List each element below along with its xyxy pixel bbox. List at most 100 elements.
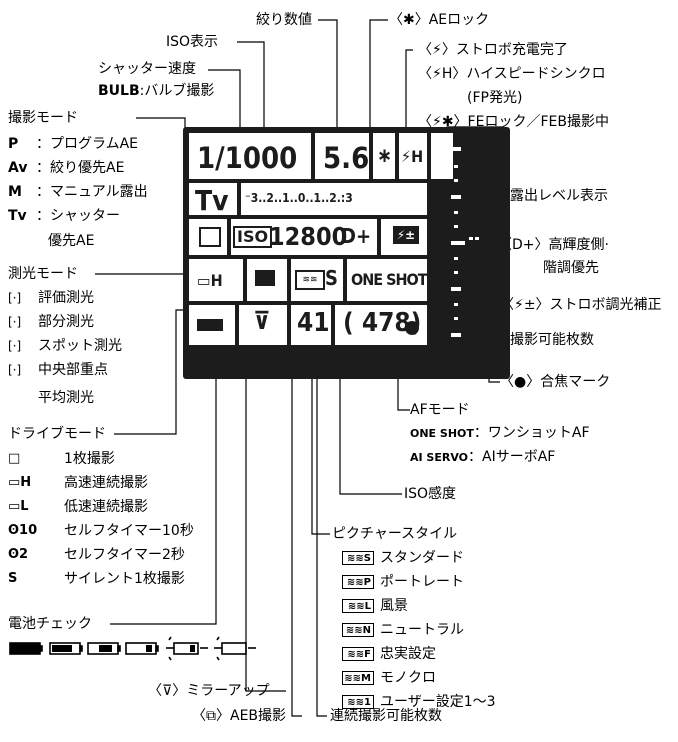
lcd-dplus: D+ [341,224,372,248]
flash-comp-label: 〈⚡±〉ストロボ調光補正 [500,297,662,313]
af-mode-label: AFモード [410,402,470,418]
picture-style-item: スタンダード [380,550,464,566]
lcd-aeb-icon [255,270,275,286]
ae-lock-label: 〈✱〉AEロック [389,12,490,28]
lcd-panel: 1/1000 5.6 ∗ ⚡H Tv ⁻3..2..1..0..1..2.:3 … [183,127,510,379]
shooting-mode-desc: ：プログラムAE [36,136,139,152]
drive-icon: ▭L [8,499,29,514]
metering-item: 中央部重点 [38,362,108,378]
highlight-tone-label: 〈D+〉高輝度側· [498,237,609,253]
lcd-flash-comp: ⚡± [393,226,419,244]
battery-icons [9,636,256,661]
drive-icon: ʘ2 [8,547,29,562]
metering-item: 評価測光 [38,290,94,306]
lcd-mode: Tv [195,184,229,217]
lcd-scale: ⁻3..2..1..0..1..2.:3 [245,191,353,205]
high-speed-sync-label: 〈⚡H〉ハイスピードシンクロ [418,66,606,82]
focus-confirm-label: 〈●〉合焦マーク [500,374,611,390]
shooting-mode-key: Tv [8,208,27,224]
lcd-flash: ⚡H [401,147,424,166]
lcd-mirror: ⊽ [253,307,271,335]
lcd-aperture: 5.6 [323,141,370,175]
lcd-shots-value: 478 [361,308,411,338]
shooting-mode-key: P [8,136,19,152]
picture-style-item: ニュートラル [380,622,464,638]
drive-item: セルフタイマー10秒 [64,523,194,539]
lcd-focus-dot [405,321,419,335]
lcd-metering-icon [199,227,221,247]
ai-servo-key: AI SERVO [410,451,469,464]
drive-icon: ʘ10 [8,523,38,538]
picture-style-icon: ≋≋P [342,575,374,589]
picture-style-item: モノクロ [380,670,436,686]
bulb-desc: :バルブ撮影 [139,83,215,99]
max-burst-label: 連続撮影可能枚数 [330,708,442,724]
metering-item: スポット測光 [38,338,122,354]
picture-style-icon: ≋≋L [342,599,374,613]
metering-title: 測光モード [8,266,78,282]
metering-icon: [·] [8,363,22,377]
picture-style-item: ユーザー設定1～3 [380,694,496,710]
lcd-burst: 41 [297,308,330,338]
picture-style-icon: ≋≋S [342,551,374,565]
metering-icon: [·] [8,315,22,329]
shooting-mode-desc: ：絞り優先AE [36,160,125,176]
lcd-iso-value: 12800 [269,222,348,251]
picture-style-icon: ≋≋1 [342,695,374,709]
highlight-tone-label-2: 階調優先 [543,260,599,276]
bulb-key: BULB [98,83,140,99]
bulb-line: BULB:バルブ撮影 [98,82,214,100]
exposure-level-label: 露出レベル表示 [510,188,608,204]
lcd-style-icon: ≋≋ [295,270,325,290]
lcd-af: ONE SHOT [351,270,428,289]
iso-speed-label: ISO感度 [404,486,457,502]
ai-servo-line: AI SERVO：AIサーボAF [410,448,555,467]
one-shot-key: ONE SHOT [410,427,474,440]
metering-icon: [·] [8,291,22,305]
shooting-mode-title: 撮影モード [8,110,78,126]
lcd-shutter: 1/1000 [197,141,298,175]
iso-display-label: ISO表示 [166,34,219,50]
lcd-exposure-scale [451,147,479,337]
drive-icon: S [8,571,18,586]
one-shot-desc: ：ワンショットAF [473,425,590,441]
shooting-mode-desc: ：マニュアル露出 [36,184,148,200]
lcd-style: S [325,266,338,290]
shooting-mode-desc: ：シャッター [36,208,120,224]
drive-title: ドライブモード [8,426,106,442]
picture-style-icon: ≋≋F [342,647,374,661]
lcd-iso-label: ISO [233,226,273,248]
picture-style-icon: ≋≋N [342,623,374,637]
shutter-speed-label: シャッター速度 [98,61,196,77]
drive-icon: □ [8,451,21,466]
lcd-ae-lock: ∗ [377,143,393,167]
metering-icon: [·] [8,339,22,353]
flash-ready-label: 〈⚡〉ストロボ充電完了 [418,42,568,58]
fp-flash-label: (FP発光) [467,90,523,106]
fe-lock-label: 〈⚡✱〉FEロック／FEB撮影中 [418,114,609,130]
drive-item: 高速連続撮影 [64,475,148,491]
drive-item: 低速連続撮影 [64,499,148,515]
aperture-label: 絞り数値 [256,12,312,28]
ai-servo-desc: ：AIサーボAF [468,449,556,465]
picture-style-item: ポートレート [380,574,464,590]
drive-icon: ▭H [8,475,32,490]
picture-style-item: 忠実設定 [380,646,436,662]
lcd-battery [197,319,223,331]
one-shot-line: ONE SHOT：ワンショットAF [410,424,590,443]
shooting-mode-key: M [8,184,22,200]
tv-cont: 優先AE [48,233,95,249]
metering-cont: 平均測光 [38,390,94,406]
metering-item: 部分測光 [38,314,94,330]
picture-style-icon: ≋≋M [342,671,374,685]
lcd-drive: ▭H [197,271,223,290]
shooting-mode-key: Av [8,160,28,176]
shots-remaining-label: 撮影可能枚数 [510,332,594,348]
battery-check-title: 電池チェック [8,616,92,632]
picture-style-item: 風景 [380,598,408,614]
mirror-up-label: 〈⊽〉ミラーアップ [148,683,270,699]
aeb-label: 〈⧉〉AEB撮影 [192,708,287,724]
drive-item: セルフタイマー2秒 [64,547,185,563]
drive-item: 1枚撮影 [64,451,115,467]
picture-style-label: ピクチャースタイル [332,526,458,542]
